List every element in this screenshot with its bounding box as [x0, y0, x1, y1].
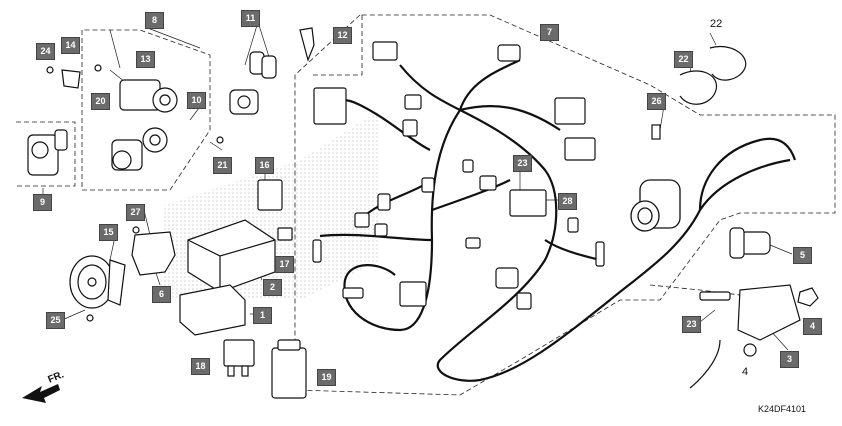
part-callout-c23a: 23 — [513, 155, 532, 172]
part-label-p4: 4 — [742, 366, 749, 378]
part-callout-c28: 28 — [558, 193, 577, 210]
diagram-code: K24DF4101 — [758, 404, 807, 414]
ignition-coil — [630, 179, 681, 232]
part-callout-c11: 11 — [241, 10, 260, 27]
part-callout-c10: 10 — [187, 92, 206, 109]
part-callout-c7: 7 — [540, 24, 559, 41]
group-outline-key — [310, 15, 363, 76]
part-callout-c26: 26 — [647, 93, 666, 110]
part-callout-c20: 20 — [91, 93, 110, 110]
part-callout-c19: 19 — [317, 369, 336, 386]
part-callout-c18: 18 — [191, 358, 210, 375]
part-callout-c22: 22 — [674, 51, 693, 68]
part-callout-c4: 4 — [803, 318, 822, 335]
part-callout-c5: 5 — [793, 247, 812, 264]
group-outline-locks — [81, 29, 211, 191]
part-callout-c2: 2 — [263, 279, 282, 296]
part-callout-c13: 13 — [136, 51, 155, 68]
group-outline-ignition — [16, 121, 76, 187]
part-callout-c15: 15 — [99, 224, 118, 241]
part-callout-c9: 9 — [33, 194, 52, 211]
part-callout-c21: 21 — [213, 157, 232, 174]
part-callout-c14: 14 — [61, 37, 80, 54]
part-callout-c23b: 23 — [682, 316, 701, 333]
part-callout-c1: 1 — [253, 307, 272, 324]
group-outline-harness — [294, 14, 836, 396]
part-callout-c17: 17 — [275, 256, 294, 273]
part-callout-c27: 27 — [126, 204, 145, 221]
part-label-p22: 22 — [710, 18, 723, 30]
part-callout-c24: 24 — [36, 43, 55, 60]
leader-coil — [649, 284, 781, 301]
part-callout-c25: 25 — [46, 312, 65, 329]
part-callout-c3: 3 — [780, 351, 799, 368]
front-arrow-icon — [22, 384, 60, 403]
part-callout-c6: 6 — [152, 286, 171, 303]
part-callout-c8: 8 — [145, 12, 164, 29]
part-callout-c12: 12 — [333, 27, 352, 44]
part-callout-c16: 16 — [255, 157, 274, 174]
